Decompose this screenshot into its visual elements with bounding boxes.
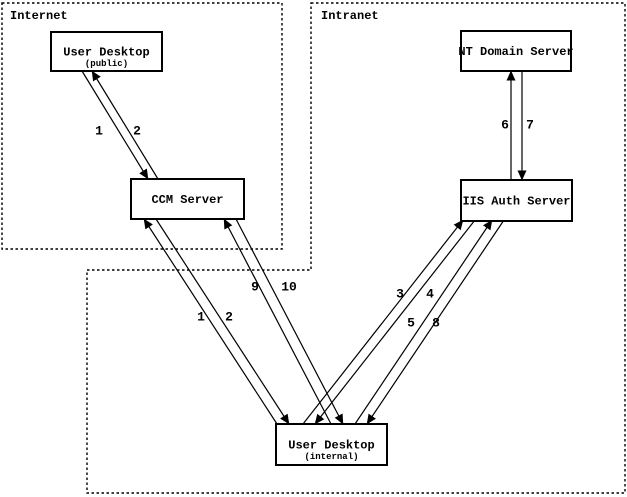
edge-label-3: 3 <box>396 287 404 302</box>
node-user-desktop-public <box>50 31 163 72</box>
edge-2-ccm-server-to-user-desktop-internal <box>155 218 290 425</box>
edge-label-5: 5 <box>407 316 415 331</box>
zone-intranet-boundary <box>86 2 626 494</box>
edge-3-user-desktop-internal-to-iis-auth-server <box>302 219 464 425</box>
node-user-desktop-internal-sublabel: (internal) <box>304 452 358 462</box>
edge-label-10: 10 <box>281 280 297 295</box>
node-nt-domain-server-label: NT Domain Server <box>458 45 573 59</box>
node-iis-auth-server-label: IIS Auth Server <box>462 195 570 209</box>
edge-1-user-desktop-public-to-ccm-server <box>81 70 149 180</box>
edge-1-user-desktop-internal-to-ccm-server <box>143 218 278 425</box>
zone-internet-label: Internet <box>10 9 68 23</box>
node-ccm-server <box>130 178 245 220</box>
node-user-desktop-internal <box>275 423 388 466</box>
edge-10-ccm-server-to-user-desktop-internal <box>235 218 344 425</box>
node-iis-auth-server <box>460 179 573 222</box>
edge-4-iis-auth-server-to-user-desktop-internal <box>314 219 476 425</box>
edge-label-1: 1 <box>95 124 103 139</box>
node-user-desktop-public-label: User Desktop <box>63 46 149 60</box>
edge-label-7: 7 <box>526 118 534 133</box>
edge-9-user-desktop-internal-to-ccm-server <box>223 218 332 425</box>
zone-internet-boundary <box>1 2 283 250</box>
zone-intranet-label: Intranet <box>321 9 379 23</box>
node-ccm-server-label: CCM Server <box>151 193 223 207</box>
edge-label-4: 4 <box>426 287 434 302</box>
node-nt-domain-server <box>460 30 572 72</box>
edge-5-user-desktop-internal-to-iis-auth-server <box>354 219 493 425</box>
edge-label-8: 8 <box>432 316 440 331</box>
edge-label-2: 2 <box>225 310 233 325</box>
edge-label-6: 6 <box>501 118 509 133</box>
node-user-desktop-internal-label: User Desktop <box>288 439 374 453</box>
edge-2-ccm-server-to-user-desktop-public <box>91 70 159 180</box>
edge-label-1: 1 <box>197 310 205 325</box>
edge-8-iis-auth-server-to-user-desktop-internal <box>366 219 505 425</box>
node-user-desktop-public-sublabel: (public) <box>85 59 128 69</box>
edge-label-2: 2 <box>133 124 141 139</box>
edge-label-9: 9 <box>251 280 259 295</box>
